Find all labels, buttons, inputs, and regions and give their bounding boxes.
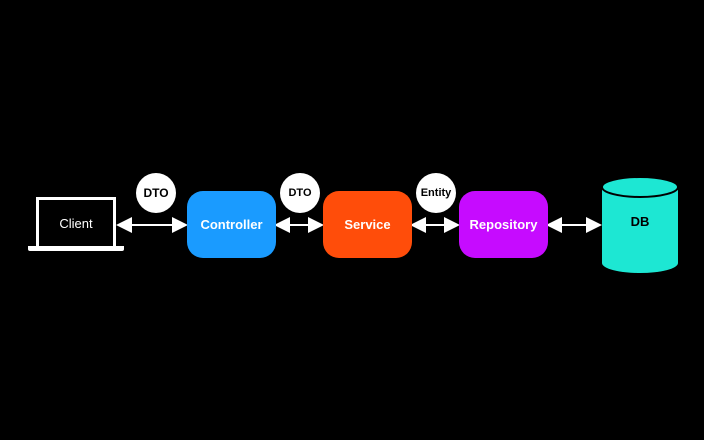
controller-label: Controller <box>200 217 263 232</box>
db-label: DB <box>630 214 650 229</box>
repository-label: Repository <box>469 217 538 232</box>
database-cylinder-icon <box>601 176 679 273</box>
laptop-base <box>28 246 124 251</box>
dto-badge-client-controller: DTO <box>136 173 176 213</box>
controller-node: Controller <box>187 191 276 258</box>
entity-badge-service-repository: Entity <box>416 173 456 213</box>
repository-node: Repository <box>459 191 548 258</box>
dto-badge-controller-service: DTO <box>280 173 320 213</box>
client-label: Client <box>59 216 93 231</box>
service-label: Service <box>344 217 391 232</box>
service-node: Service <box>323 191 412 258</box>
client-laptop-icon: Client <box>36 197 116 247</box>
